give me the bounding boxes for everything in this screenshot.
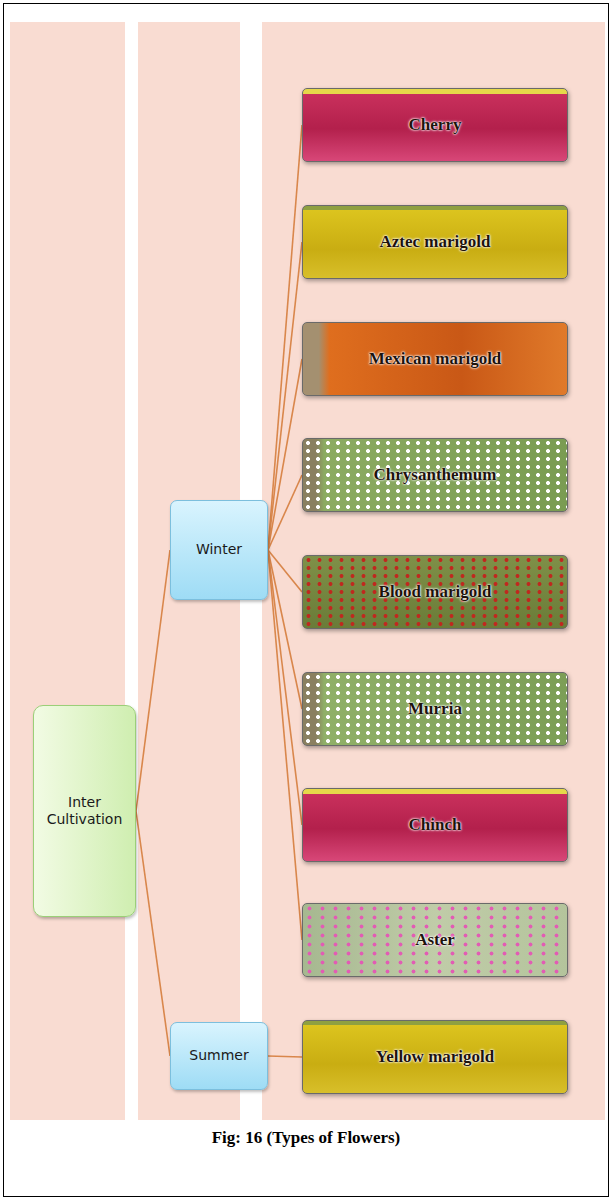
- connector-stroke: [268, 475, 302, 550]
- outer-frame: [4, 4, 609, 1197]
- node-label: Aztec marigold: [374, 230, 497, 254]
- flower-box: Mexican marigold: [302, 322, 568, 396]
- connector-line: [268, 475, 302, 550]
- connector-line: [136, 811, 170, 1056]
- connector-line: [268, 550, 302, 940]
- flower-box: Murria: [302, 672, 568, 746]
- season-box: Winter: [170, 500, 268, 600]
- node-label: Winter: [190, 537, 248, 563]
- connector-stroke: [268, 125, 302, 550]
- season-box: Summer: [170, 1022, 268, 1090]
- connector-line: [268, 359, 302, 550]
- connector-stroke: [268, 550, 302, 940]
- node-label: Summer: [183, 1043, 254, 1069]
- node-label: Chrysanthemum: [368, 463, 503, 487]
- connector-stroke: [268, 359, 302, 550]
- flower-box: Chrysanthemum: [302, 438, 568, 512]
- root-box: Inter Cultivation: [33, 705, 136, 917]
- figure-caption: Fig: 16 (Types of Flowers): [0, 1128, 612, 1148]
- connector-line: [136, 550, 170, 811]
- node-label: Chinch: [403, 813, 468, 837]
- flower-box: Cherry: [302, 88, 568, 162]
- connector-line: [268, 242, 302, 550]
- flower-box: Aster: [302, 903, 568, 977]
- node-label: Yellow marigold: [370, 1045, 501, 1069]
- flower-box: Chinch: [302, 788, 568, 862]
- flower-box: Yellow marigold: [302, 1020, 568, 1094]
- connector-line: [268, 550, 302, 825]
- connector-line: [268, 1056, 302, 1057]
- connector-stroke: [268, 242, 302, 550]
- connector-stroke: [268, 1056, 302, 1057]
- node-label: Murria: [402, 697, 468, 721]
- connector-line: [268, 125, 302, 550]
- flower-box: Aztec marigold: [302, 205, 568, 279]
- node-label: Mexican marigold: [363, 347, 508, 371]
- connector-stroke: [268, 550, 302, 825]
- connector-stroke: [136, 550, 170, 811]
- column-band: [262, 22, 605, 1120]
- node-label: Blood marigold: [373, 580, 498, 604]
- node-label: Aster: [409, 928, 461, 952]
- connector-stroke: [136, 811, 170, 1056]
- column-band: [10, 22, 125, 1120]
- node-label: Inter Cultivation: [34, 790, 135, 833]
- node-label: Cherry: [403, 113, 468, 137]
- flower-box: Blood marigold: [302, 555, 568, 629]
